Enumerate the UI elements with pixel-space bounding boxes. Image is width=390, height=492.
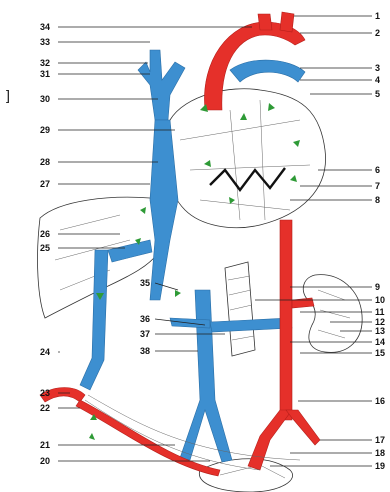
label-32: 32 (40, 58, 50, 68)
side-bracket-mark: ] (6, 87, 10, 103)
label-21: 21 (40, 440, 50, 450)
label-14: 14 (375, 337, 385, 347)
label-3: 3 (375, 63, 380, 73)
label-29: 29 (40, 125, 50, 135)
intestine-segment (225, 262, 255, 356)
kidney (303, 275, 362, 353)
label-4: 4 (375, 75, 380, 85)
label-35: 35 (140, 278, 150, 288)
label-23: 23 (40, 388, 50, 398)
label-30: 30 (40, 94, 50, 104)
label-20: 20 (40, 456, 50, 466)
label-31: 31 (40, 69, 50, 79)
label-2: 2 (375, 28, 380, 38)
label-6: 6 (375, 165, 380, 175)
inner-labels: 35 36 37 38 (140, 278, 150, 356)
label-27: 27 (40, 179, 50, 189)
label-25: 25 (40, 243, 50, 253)
label-18: 18 (375, 448, 385, 458)
placenta (199, 459, 292, 492)
label-26: 26 (40, 229, 50, 239)
label-1: 1 (375, 11, 380, 21)
label-16: 16 (375, 396, 385, 406)
label-7: 7 (375, 181, 380, 191)
label-10: 10 (375, 295, 385, 305)
label-22: 22 (40, 403, 50, 413)
label-11: 11 (375, 307, 385, 317)
label-24: 24 (40, 347, 50, 357)
label-13: 13 (375, 326, 385, 336)
label-36: 36 (140, 314, 150, 324)
label-9: 9 (375, 282, 380, 292)
label-34: 34 (40, 22, 50, 32)
label-19: 19 (375, 461, 385, 471)
heart (165, 89, 326, 228)
label-17: 17 (375, 435, 385, 445)
label-28: 28 (40, 157, 50, 167)
right-labels: 1 2 3 4 5 6 7 8 9 10 11 12 13 14 15 16 1… (375, 11, 385, 471)
label-5: 5 (375, 89, 380, 99)
label-8: 8 (375, 195, 380, 205)
label-15: 15 (375, 348, 385, 358)
label-33: 33 (40, 37, 50, 47)
label-37: 37 (140, 329, 150, 339)
label-38: 38 (140, 346, 150, 356)
